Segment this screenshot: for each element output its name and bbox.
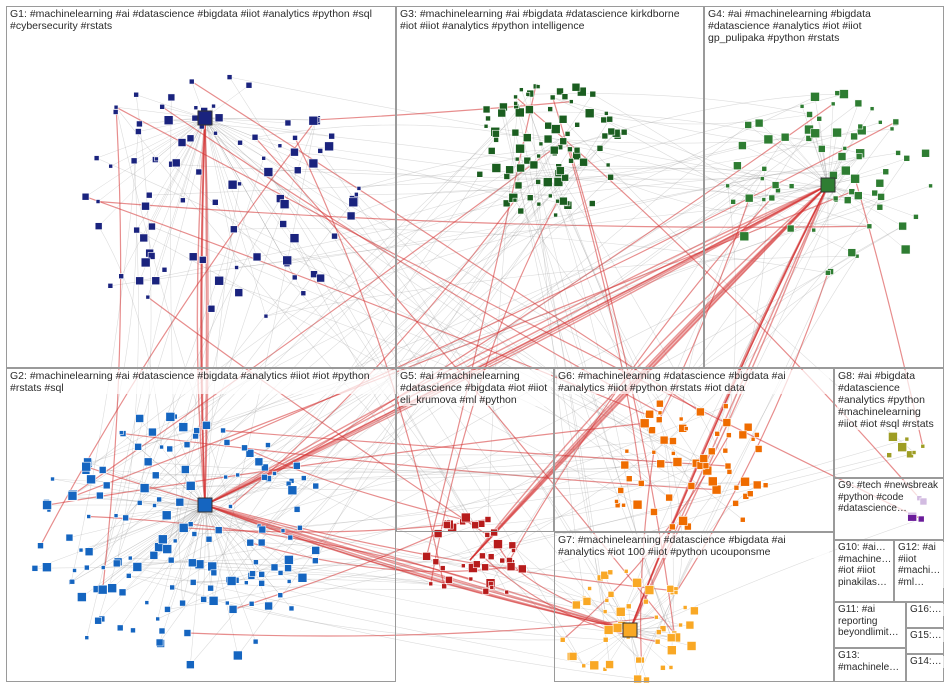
graph-node [511, 549, 515, 553]
graph-node [473, 561, 480, 568]
graph-node [518, 565, 526, 573]
group-label-g14: G14:… [909, 656, 945, 668]
group-box-g14: G14:… [906, 654, 944, 682]
group-box-g8: G8: #ai #bigdata #datascience #analytics… [834, 368, 944, 478]
group-label-g12: G12: #ai #iiot #machi… #ml… [897, 542, 945, 588]
group-box-g7: G7: #machinelearning #datascience #bigda… [554, 532, 834, 682]
graph-node [440, 566, 445, 571]
group-box-g11: G11: #ai reporting beyondlimit… [834, 602, 906, 648]
graph-node [500, 558, 505, 563]
group-box-g13: G13: #machinele… [834, 648, 906, 682]
group-label-g11: G11: #ai reporting beyondlimit… [837, 604, 905, 639]
graph-node [493, 540, 502, 549]
graph-node [445, 576, 452, 583]
graph-node [429, 582, 433, 586]
group-label-g16: G16:… [909, 604, 945, 616]
group-box-g10: G10: #ai… #machine… #iot #iiot pinakilas… [834, 540, 894, 602]
graph-node [483, 588, 489, 594]
group-label-g9: G9: #tech #newsbreak #python #code #data… [837, 480, 943, 515]
group-box-g3: G3: #machinelearning #ai #bigdata #datas… [396, 6, 704, 368]
group-box-g4: G4: #ai #machinelearning #bigdata #datas… [704, 6, 944, 368]
group-label-g2: G2: #machinelearning #ai #datascience #b… [9, 370, 396, 394]
graph-node [442, 584, 447, 589]
group-label-g8: G8: #ai #bigdata #datascience #analytics… [837, 370, 943, 430]
group-label-g4: G4: #ai #machinelearning #bigdata #datas… [707, 8, 909, 44]
graph-node [479, 553, 485, 559]
graph-node [485, 532, 490, 537]
group-label-g6: G6: #machinelearning #datascience #bigda… [557, 370, 829, 394]
group-label-g13: G13: #machinele… [837, 650, 905, 673]
group-label-g1: G1: #machinelearning #ai #datascience #b… [9, 8, 391, 32]
group-label-g10: G10: #ai… #machine… #iot #iiot pinakilas… [837, 542, 893, 588]
graph-node [461, 564, 465, 568]
group-label-g3: G3: #machinelearning #ai #bigdata #datas… [399, 8, 686, 32]
group-box-g16: G16:… [906, 602, 944, 628]
graph-node [423, 552, 431, 560]
group-box-g2: G2: #machinelearning #ai #datascience #b… [6, 368, 396, 682]
graph-node [469, 577, 473, 581]
group-box-g15: G15:… [906, 628, 944, 654]
graph-node [482, 564, 489, 571]
graph-node [505, 590, 509, 594]
group-label-g15: G15:… [909, 630, 945, 642]
graph-node [490, 585, 494, 589]
group-box-g6: G6: #machinelearning #datascience #bigda… [554, 368, 834, 532]
group-box-g1: G1: #machinelearning #ai #datascience #b… [6, 6, 396, 368]
group-box-g5: G5: #ai #machinelearning #datascience #b… [396, 368, 554, 532]
graph-node [507, 563, 515, 571]
group-box-g12: G12: #ai #iiot #machi… #ml… [894, 540, 944, 602]
group-label-g5: G5: #ai #machinelearning #datascience #b… [399, 370, 551, 406]
graph-node [509, 542, 516, 549]
group-box-g9: G9: #tech #newsbreak #python #code #data… [834, 478, 944, 540]
graph-node [488, 554, 494, 560]
group-label-g7: G7: #machinelearning #datascience #bigda… [557, 534, 829, 558]
graph-node [433, 559, 439, 565]
